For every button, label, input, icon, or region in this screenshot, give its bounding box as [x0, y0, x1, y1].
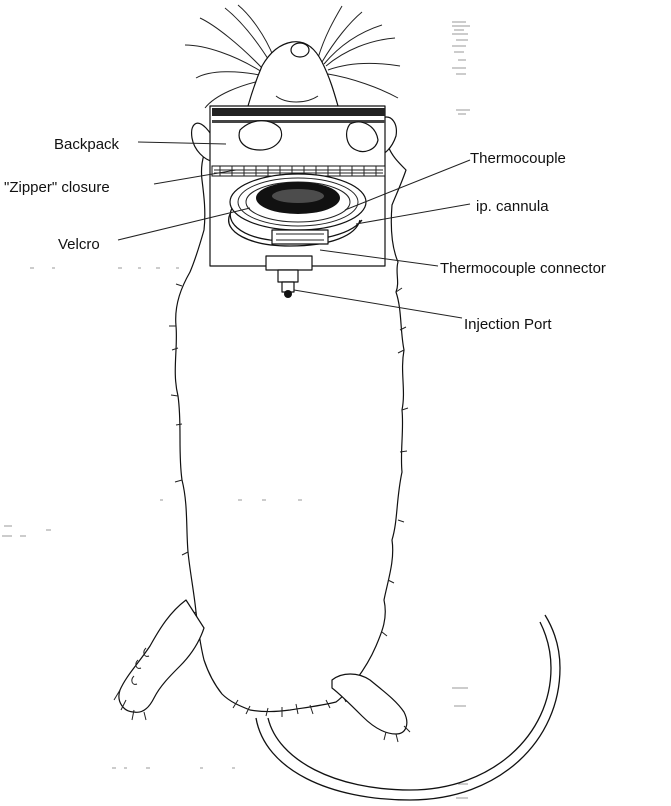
label-zipper-closure: "Zipper" closure	[4, 179, 110, 196]
label-injection-port: Injection Port	[464, 316, 552, 333]
hind-foot-left	[114, 600, 204, 720]
hind-foot-right	[332, 674, 410, 742]
label-ip-cannula: ip. cannula	[476, 198, 549, 215]
label-backpack: Backpack	[54, 136, 120, 153]
label-thermocouple-connector: Thermocouple connector	[440, 260, 606, 277]
label-velcro: Velcro	[58, 236, 100, 253]
label-thermocouple: Thermocouple	[470, 150, 566, 167]
